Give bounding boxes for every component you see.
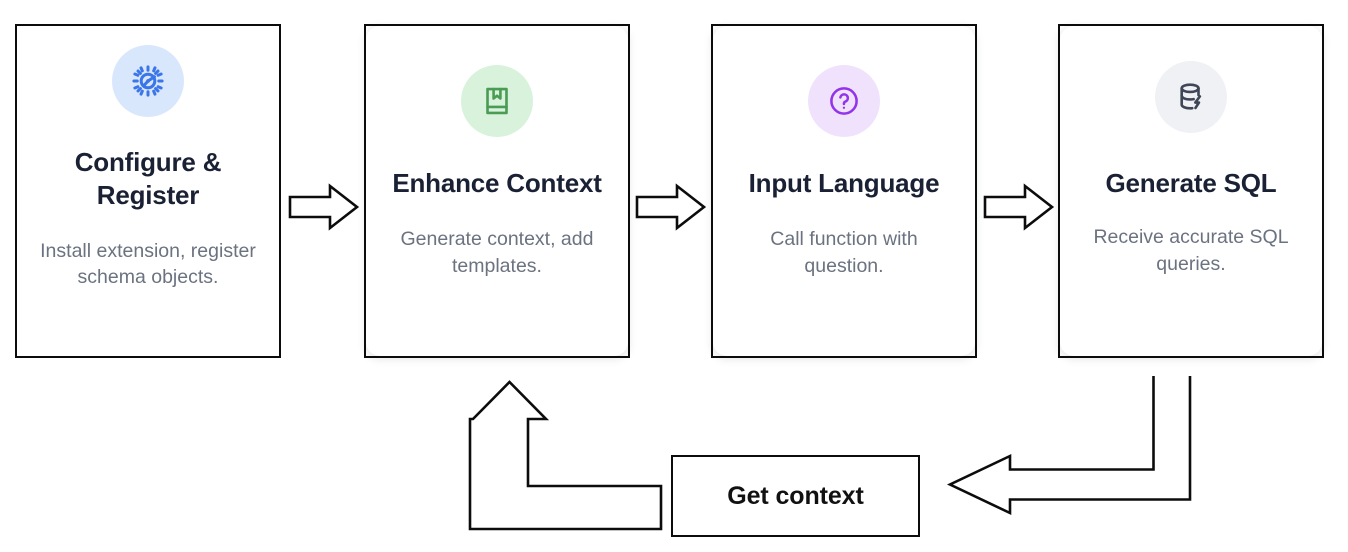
step-card-configure-register[interactable]: Configure & Register Install extension, … [15, 24, 281, 358]
arrow-step4-to-get-context [940, 374, 1192, 516]
step-card-description: Install extension, register schema objec… [40, 239, 256, 289]
step-card-description: Call function with question. [770, 227, 918, 277]
step-card-description: Receive accurate SQL queries. [1093, 225, 1289, 275]
step-card-description: Generate context, add templates. [400, 227, 594, 277]
gear-icon-badge [112, 45, 184, 117]
step-card-enhance-context[interactable]: Enhance Context Generate context, add te… [364, 24, 630, 358]
arrow-get-context-to-step2 [448, 376, 663, 536]
step-card-body: Enhance Context Generate context, add te… [366, 26, 628, 356]
get-context-box[interactable]: Get context [671, 455, 920, 537]
step-card-title: Enhance Context [392, 168, 602, 198]
question-circle-icon-badge [808, 65, 880, 137]
step-card-title: Input Language [748, 168, 940, 198]
step-card-body: Input Language Call function with questi… [713, 26, 975, 356]
step-card-body: Configure & Register Install extension, … [17, 26, 279, 356]
database-bolt-icon [1173, 79, 1209, 115]
step-card-title: Generate SQL [1105, 168, 1277, 198]
gear-icon [129, 62, 167, 100]
step-card-generate-sql[interactable]: Generate SQL Receive accurate SQL querie… [1058, 24, 1324, 358]
question-circle-icon [826, 83, 862, 119]
get-context-label: Get context [727, 481, 864, 510]
database-bolt-icon-badge [1155, 61, 1227, 133]
arrow-step1-to-step2 [288, 183, 360, 231]
book-bookmark-icon-badge [461, 65, 533, 137]
step-card-body: Generate SQL Receive accurate SQL querie… [1060, 26, 1322, 356]
arrow-step3-to-step4 [983, 183, 1055, 231]
step-card-input-language[interactable]: Input Language Call function with questi… [711, 24, 977, 358]
step-card-title: Configure & Register [74, 147, 222, 210]
arrow-step2-to-step3 [635, 183, 707, 231]
book-bookmark-icon [480, 84, 514, 118]
